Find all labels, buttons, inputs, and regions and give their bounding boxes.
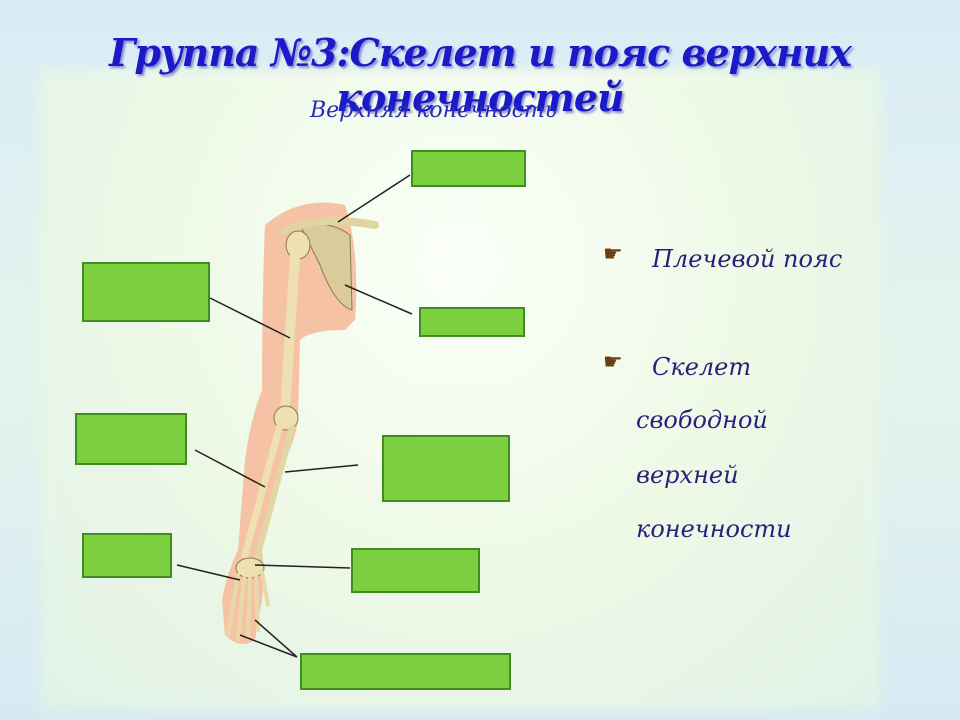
humerus — [280, 250, 300, 415]
radius — [254, 425, 295, 561]
hand-bones — [226, 570, 270, 642]
slide-title: Группа №3:Скелет и пояс верхних конечнос… — [109, 30, 852, 120]
label-box-scapula[interactable] — [419, 307, 525, 337]
slide-subtitle: Верхняя конечность — [310, 98, 557, 123]
label-box-clavicle[interactable] — [411, 150, 526, 187]
label-box-phalanges[interactable] — [300, 653, 511, 690]
clavicle — [281, 217, 379, 234]
label-box-ulna[interactable] — [75, 413, 187, 465]
bullet-free-limb-line3: верхней — [636, 461, 739, 489]
bullet-free-limb-line2: свободной — [636, 406, 768, 434]
label-box-humerus[interactable] — [82, 262, 210, 322]
ulna — [241, 421, 284, 559]
pointing-hand-icon: ☛ — [603, 350, 623, 375]
pointing-hand-icon: ☛ — [603, 242, 623, 267]
bullet-shoulder-girdle: Плечевой пояс — [652, 245, 843, 273]
label-box-metacarpus[interactable] — [351, 548, 480, 593]
label-box-wrist[interactable] — [82, 533, 172, 578]
label-box-radius[interactable] — [382, 435, 510, 502]
bullet-free-limb-line1: Скелет — [652, 353, 752, 381]
bullet-free-limb-line4: конечности — [636, 515, 792, 543]
pointer-lines — [176, 174, 413, 658]
